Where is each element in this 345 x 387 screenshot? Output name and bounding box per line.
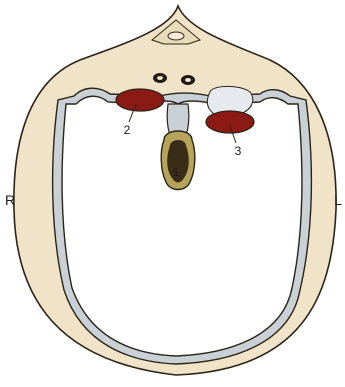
side-label-left: L (334, 192, 342, 208)
structure-2-cavity (116, 89, 164, 111)
label-1: 1 (173, 165, 180, 179)
label-3: 3 (235, 144, 242, 158)
structure-3-cap (207, 86, 252, 114)
crest-foramen (168, 32, 184, 40)
right-foramen-center (185, 78, 191, 82)
left-foramen-center (157, 76, 163, 80)
side-label-right: R (5, 192, 15, 208)
structure-3-cavity (206, 111, 254, 133)
label-2: 2 (124, 123, 131, 137)
